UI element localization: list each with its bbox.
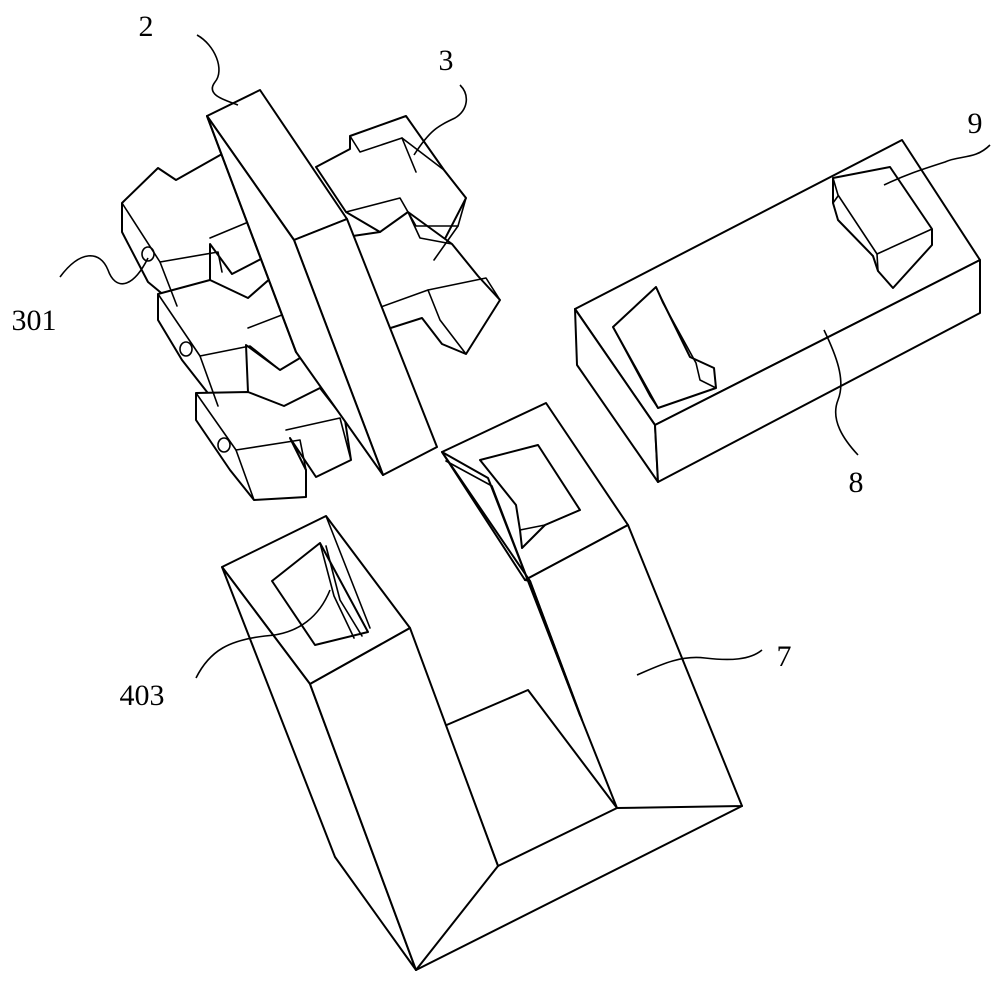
label-403: 403 [120, 679, 165, 712]
bolt-301-b [179, 341, 193, 357]
label-2: 2 [139, 10, 154, 43]
beam-part-2 [121, 89, 501, 501]
label-8: 8 [849, 466, 864, 499]
reference-labels: 2 3 301 9 8 7 403 [12, 10, 983, 712]
bolt-301-a [141, 246, 155, 262]
plate-part-8 [574, 139, 981, 483]
label-9: 9 [968, 107, 983, 140]
leader-lines [59, 34, 991, 679]
label-7: 7 [777, 640, 792, 673]
label-3: 3 [439, 44, 454, 77]
base-part-7 [221, 402, 743, 971]
label-301: 301 [12, 304, 57, 337]
bolt-301-c [217, 437, 231, 453]
